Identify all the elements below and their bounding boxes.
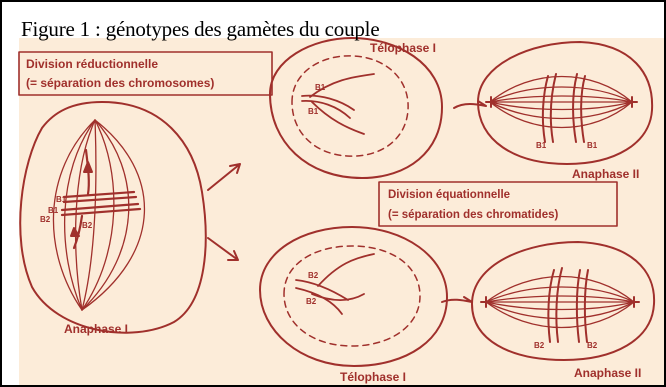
telophase1-top-label: Télophase I [370, 41, 436, 55]
telophase1-bottom-cell-membrane [260, 227, 447, 366]
allele-label: B2 [308, 271, 319, 280]
separation-chromatides-note: (= séparation des chromatides) [388, 209, 558, 221]
telophase1-top-chromosomes [302, 74, 374, 134]
figure-caption: Figure 1 : génotypes des gamètes du coup… [21, 19, 379, 40]
anaphase2-top-chromatids [543, 74, 585, 142]
allele-label: B2 [534, 341, 545, 350]
allele-label: B2 [82, 221, 93, 230]
anaphase2-top-label: Anaphase II [572, 167, 639, 181]
allele-label: B1 [315, 83, 326, 92]
arrow-to-telophase-top [208, 164, 240, 190]
allele-label: B2 [40, 215, 51, 224]
allele-label: B1 [48, 206, 59, 215]
anaphase2-bottom-chromatids [548, 268, 588, 342]
division-reductionnelle-title: Division réductionnelle [26, 57, 158, 71]
anaphase1-centromere-top [84, 162, 92, 172]
allele-label: B1 [56, 195, 67, 204]
telophase1-top-cell-membrane [270, 38, 442, 178]
allele-label: B1 [536, 141, 547, 150]
anaphase2-bottom-spindle [486, 277, 634, 328]
telophase1-top-nucleus [292, 56, 408, 156]
arrow-to-anaphase2-top [454, 101, 486, 108]
telophase1-bottom-label: Télophase I [340, 370, 406, 384]
allele-label: B2 [587, 341, 598, 350]
anaphase2-bottom-label: Anaphase II [574, 366, 641, 380]
allele-label: B2 [306, 297, 317, 306]
separation-chromosomes-note: (= séparation des chromosomes) [26, 76, 214, 90]
division-equationnelle-title: Division équationnelle [388, 189, 510, 201]
allele-label: B1 [308, 107, 319, 116]
allele-label: B1 [587, 141, 598, 150]
anaphase1-centromere-bottom [71, 228, 79, 236]
arrow-to-telophase-bottom [208, 238, 238, 260]
anaphase2-top-spindle [490, 77, 632, 128]
anaphase2-bottom-pole-left [481, 297, 491, 307]
anaphase1-label: Anaphase I [64, 322, 128, 336]
